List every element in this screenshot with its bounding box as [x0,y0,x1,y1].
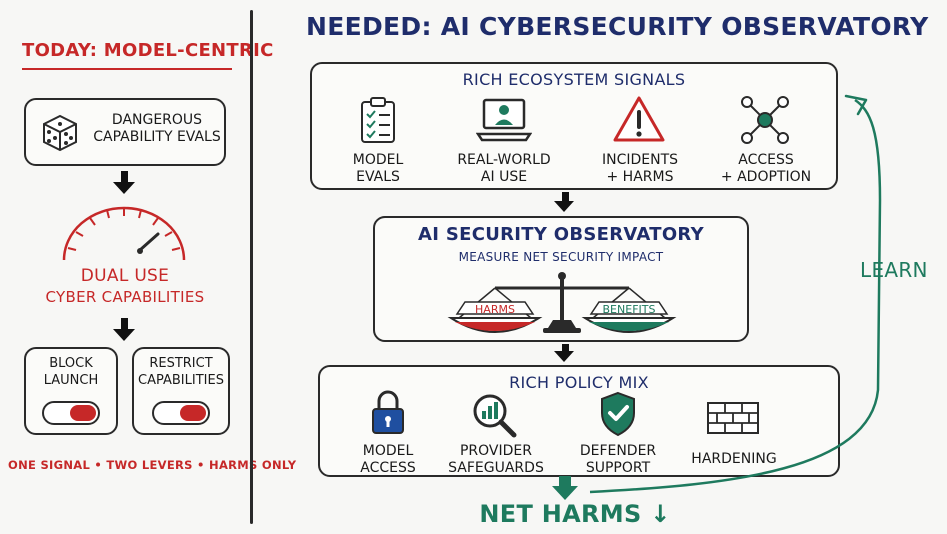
network-nodes-icon [741,96,789,144]
arrow-stem-1 [121,171,128,183]
warning-triangle-icon [613,96,665,142]
harms-label: HARMS [475,303,515,316]
observatory-box: AI SECURITY OBSERVATORY MEASURE NET SECU… [373,216,749,342]
learn-feedback-arrow [589,94,882,494]
signals-box: RICH ECOSYSTEM SIGNALS MODEL EVALS REAL-… [310,62,838,190]
gauge-label-1: DUAL USE [80,266,170,286]
restrict-capabilities-toggle [152,401,210,425]
balance-scale-icon [447,272,677,333]
shield-check-icon [601,391,635,437]
learn-label: LEARN [860,258,928,282]
evals-box-label: DANGEROUS CAPABILITY EVALS [93,112,221,145]
observatory-subtitle: MEASURE NET SECURITY IMPACT [458,250,664,264]
gauge-icon [62,206,186,261]
signal-label-access-adoption: ACCESS + ADOPTION [720,152,812,185]
arrow-stem-3 [562,192,569,202]
policy-box: RICH POLICY MIX MODEL ACCESS PROVIDER SA… [318,365,840,477]
padlock-icon [372,390,404,434]
left-footer: ONE SIGNAL • TWO LEVERS • HARMS ONLY [8,458,297,472]
arrow-down-4 [554,351,574,362]
left-title-underline [22,68,232,70]
net-harms-outcome: NET HARMS ↓ [479,500,671,528]
gauge-label-2: CYBER CAPABILITIES [45,288,205,306]
magnifier-chart-icon [473,394,517,438]
policy-title: RICH POLICY MIX [509,373,649,392]
lever-box-block: BLOCK LAUNCH [24,347,118,435]
benefits-label: BENEFITS [602,303,656,316]
lever-label-block: BLOCK LAUNCH [43,356,99,388]
policy-label-provider-safeguards: PROVIDER SAFEGUARDS [448,443,544,476]
clipboard-checklist-icon [361,97,395,143]
arrow-stem-4 [562,344,569,352]
laptop-user-icon [476,98,532,142]
arrow-down-3 [554,201,574,212]
signal-label-incidents-harms: INCIDENTS + HARMS [601,152,679,185]
left-title: TODAY: MODEL-CENTRIC [22,40,274,61]
policy-label-model-access: MODEL ACCESS [360,443,416,476]
block-launch-toggle [42,401,100,425]
arrow-stem-2 [121,318,128,330]
dice-icon [43,114,77,152]
policy-label-defender-support: DEFENDER SUPPORT [579,443,657,476]
policy-label-hardening: HARDENING [691,451,777,467]
panel-divider [250,10,253,524]
evals-box: DANGEROUS CAPABILITY EVALS [24,98,226,166]
right-title: NEEDED: AI CYBERSECURITY OBSERVATORY [306,12,929,41]
lever-box-restrict: RESTRICT CAPABILITIES [132,347,230,435]
arrow-down-2 [113,329,135,341]
outcome-arrow-icon [552,476,578,500]
brick-wall-icon [707,402,759,434]
signals-title: RICH ECOSYSTEM SIGNALS [462,70,686,89]
signal-label-model-evals: MODEL EVALS [352,152,404,185]
signal-label-real-world-ai-use: REAL-WORLD AI USE [457,152,551,185]
observatory-title: AI SECURITY OBSERVATORY [418,224,704,245]
lever-label-restrict: RESTRICT CAPABILITIES [138,356,224,388]
arrow-down-1 [113,182,135,194]
